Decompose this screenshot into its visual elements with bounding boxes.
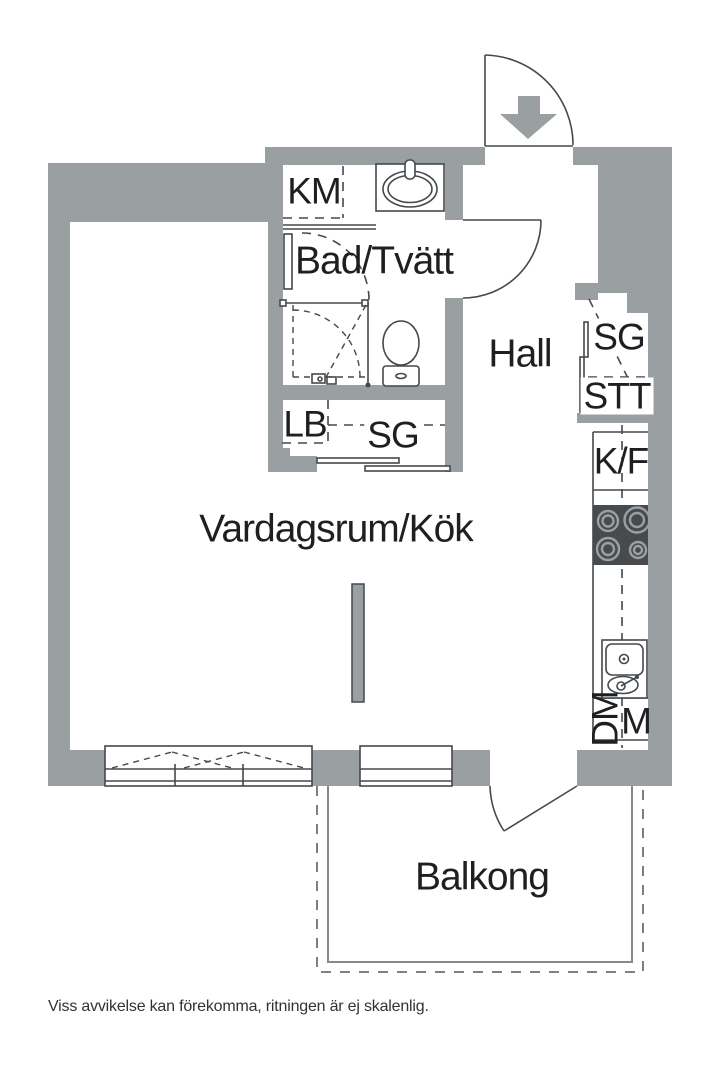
window-large-icon — [104, 745, 313, 787]
room-label-hall: Hall — [488, 332, 552, 376]
room-label-living: Vardagsrum/Kök — [199, 507, 474, 551]
sliding-door-icon — [364, 465, 451, 472]
sliding-door-icon — [583, 321, 589, 358]
pillar — [351, 583, 365, 703]
room-label-stt: STT — [580, 377, 654, 415]
bathroom-door-swing — [462, 219, 542, 299]
balcony-door-swing — [489, 785, 578, 832]
room-label-dm: DM — [584, 691, 626, 747]
kitchen-sink-icon — [601, 639, 648, 699]
balcony-outline — [316, 786, 644, 973]
room-label-bad-tvatt: Bad/Tvätt — [295, 239, 454, 283]
entry-door-swing — [484, 54, 574, 147]
entrance-arrow-icon — [500, 96, 557, 139]
shower-icon — [279, 299, 371, 388]
disclaimer-text: Viss avvikelse kan förekomma, ritningen … — [48, 998, 429, 1015]
stove-burners-icon — [593, 505, 651, 565]
radiator-icon — [283, 233, 293, 290]
closet-lb-sg-lines — [282, 400, 451, 472]
room-label-m: M — [621, 700, 652, 742]
washbasin-icon — [375, 159, 445, 212]
room-label-sg-bath: SG — [364, 416, 422, 454]
bath-door-arc-dashed — [301, 232, 370, 301]
room-label-sg-hall: SG — [590, 318, 648, 356]
washing-machine-area-lines — [283, 166, 376, 230]
room-label-lb: LB — [283, 403, 327, 445]
room-label-kf: K/F — [593, 440, 650, 482]
sliding-door-icon — [316, 457, 400, 464]
toilet-icon — [382, 320, 420, 387]
room-label-km: KM — [287, 170, 341, 212]
room-label-balcony: Balkong — [415, 855, 550, 899]
walls — [48, 147, 672, 786]
window-small-icon — [359, 745, 453, 787]
